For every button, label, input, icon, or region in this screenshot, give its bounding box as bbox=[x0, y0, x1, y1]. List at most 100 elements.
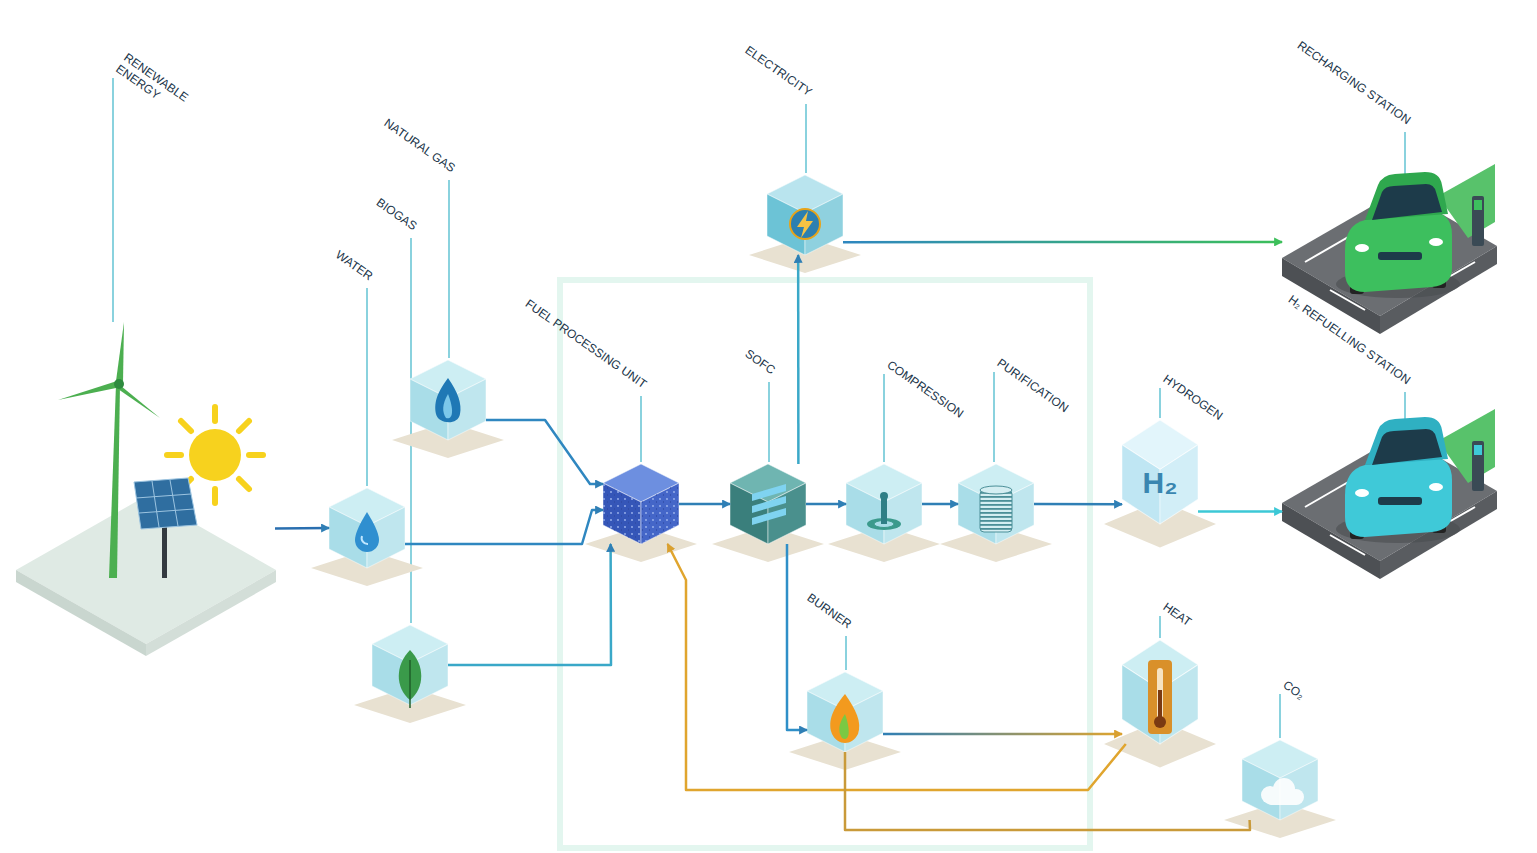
flow-connector bbox=[1034, 503, 1122, 506]
station-platform: H₂ REFUELLING STATION bbox=[1282, 395, 1497, 580]
compressor-icon bbox=[880, 492, 888, 500]
burner-flame-icon bbox=[830, 694, 859, 743]
renewable-platform bbox=[16, 570, 146, 656]
fuel-processor-texture bbox=[603, 483, 679, 544]
node-label: SOFC bbox=[742, 348, 777, 378]
node-label: H₂ REFUELLING STATION bbox=[1286, 293, 1413, 388]
flow-connector bbox=[883, 733, 1122, 736]
sun-icon bbox=[189, 429, 241, 481]
sun-icon bbox=[167, 452, 181, 458]
lightning-icon bbox=[797, 211, 813, 238]
gas-flame-icon bbox=[435, 378, 460, 422]
leaf-icon bbox=[399, 650, 422, 708]
leader-line bbox=[993, 372, 994, 462]
solar-panel bbox=[170, 480, 178, 526]
thermometer-icon bbox=[1148, 660, 1172, 734]
cube-box bbox=[392, 360, 504, 458]
node-label: BURNER bbox=[804, 592, 853, 632]
wind-turbine bbox=[58, 381, 117, 400]
solar-panel bbox=[139, 509, 194, 513]
wind-turbine bbox=[58, 322, 160, 578]
thermometer-icon bbox=[1157, 668, 1163, 718]
wind-turbine bbox=[118, 386, 160, 418]
flow-connector bbox=[486, 420, 603, 484]
process-frame bbox=[560, 280, 1090, 848]
thermometer-icon bbox=[1148, 660, 1172, 734]
leader-line bbox=[112, 78, 113, 322]
purifier-coil-icon bbox=[980, 486, 1012, 494]
flow-connector bbox=[275, 527, 329, 530]
process-cube: SOFC bbox=[730, 464, 806, 544]
solar-panel bbox=[136, 494, 191, 498]
output-cube: ELECTRICITY bbox=[767, 175, 843, 255]
cube-box bbox=[940, 464, 1052, 562]
wind-turbine bbox=[116, 322, 124, 383]
leader-line bbox=[805, 104, 806, 173]
cube-box bbox=[1224, 740, 1336, 838]
compressor-icon bbox=[881, 496, 887, 524]
gas-flame-icon bbox=[435, 378, 460, 422]
node-label: CO₂ bbox=[1280, 679, 1306, 703]
leader-line bbox=[113, 78, 1405, 738]
output-cube: CO₂ bbox=[1242, 740, 1318, 820]
output-cube: HEAT bbox=[1122, 640, 1198, 744]
burner-flame-icon bbox=[839, 714, 848, 739]
node-label: ELECTRICITY bbox=[742, 44, 814, 100]
energy-source: RENEWABLE ENERGY bbox=[18, 495, 275, 655]
water-drop-icon bbox=[355, 512, 379, 552]
sun-icon bbox=[212, 489, 218, 503]
leader-line bbox=[366, 288, 367, 486]
cube-box bbox=[585, 464, 697, 562]
wind-turbine bbox=[109, 384, 120, 578]
leader-line bbox=[640, 396, 641, 462]
flow-connector bbox=[845, 752, 1250, 830]
sun-icon bbox=[212, 407, 218, 421]
node-label: FUEL PROCESSING UNIT bbox=[522, 298, 649, 392]
leader-line bbox=[1159, 616, 1160, 638]
node-label: WATER bbox=[333, 249, 375, 284]
node-label: RECHARGING STATION bbox=[1294, 39, 1412, 128]
renewable-platform bbox=[146, 570, 276, 656]
cube-box bbox=[712, 464, 824, 562]
solar-panel bbox=[134, 478, 197, 529]
process-cube: FUEL PROCESSING UNIT bbox=[603, 464, 679, 544]
flow-connector bbox=[405, 510, 603, 544]
lightning-icon bbox=[790, 209, 820, 239]
co2-cloud-icon bbox=[1261, 778, 1304, 805]
compressor-icon bbox=[867, 492, 901, 530]
input-cube: WATER bbox=[329, 488, 405, 568]
sofc-stack-icon bbox=[752, 508, 786, 525]
leader-line bbox=[1279, 694, 1280, 738]
flow-connector bbox=[797, 255, 800, 464]
node-label: NATURAL GAS bbox=[381, 117, 457, 176]
sun-icon bbox=[181, 421, 191, 431]
sun-icon bbox=[239, 421, 249, 431]
solar-panel bbox=[152, 481, 159, 527]
leader-line bbox=[883, 374, 884, 462]
sofc-stack-icon bbox=[752, 484, 786, 525]
thermometer-icon bbox=[1158, 690, 1162, 718]
process-cube: BURNER bbox=[807, 672, 883, 752]
water-drop-icon bbox=[355, 512, 379, 552]
wind-turbine bbox=[114, 379, 124, 389]
process-cube: PURIFICATION bbox=[958, 464, 1034, 544]
cube-box bbox=[311, 175, 1336, 838]
node-label: BIOGAS bbox=[373, 196, 419, 234]
fuel-processor-texture bbox=[603, 483, 679, 544]
cube-box bbox=[354, 625, 466, 723]
co2-cloud-icon bbox=[1266, 795, 1300, 805]
node-label: COMPRESSION bbox=[884, 359, 966, 422]
cube-box bbox=[1104, 420, 1216, 547]
leader-line bbox=[448, 180, 449, 358]
node-label: RENEWABLE ENERGY bbox=[113, 51, 207, 128]
sun-icon bbox=[249, 452, 263, 458]
cube-box bbox=[749, 175, 861, 273]
flow-connector bbox=[1198, 510, 1282, 513]
cube-box bbox=[828, 464, 940, 562]
leader-line bbox=[1159, 388, 1160, 418]
leaf-icon bbox=[409, 660, 411, 708]
process-frame bbox=[560, 280, 1090, 848]
